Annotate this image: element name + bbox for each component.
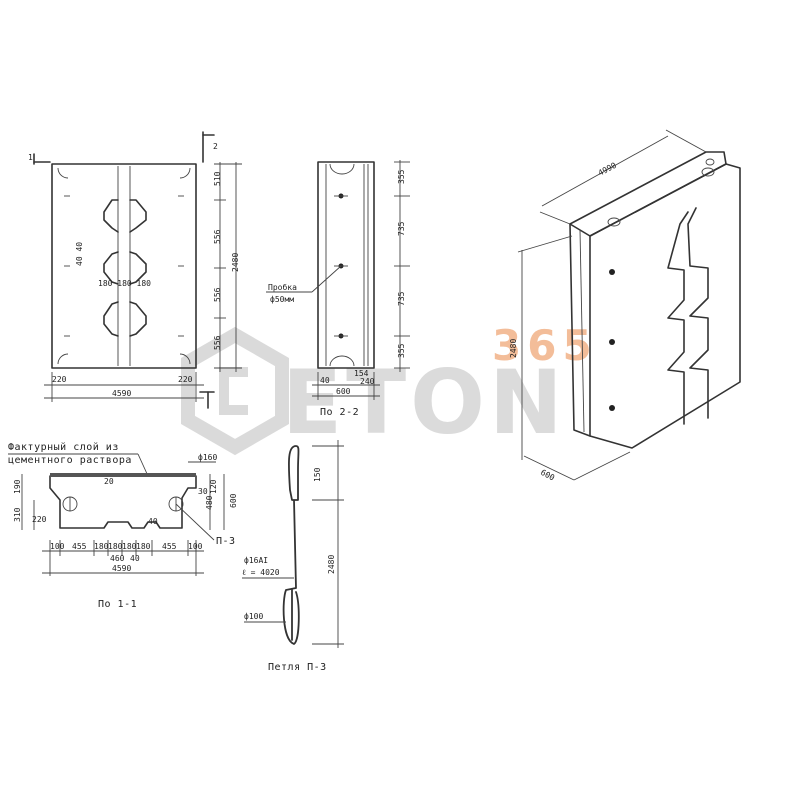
panel-outline [51, 163, 197, 369]
section-right-dim-1: 600 [229, 493, 238, 508]
diameter-top: ф160 [198, 453, 217, 462]
layer-note-line2: цементного раствора [8, 455, 132, 466]
section-mark-left-label: 1 [28, 153, 33, 162]
section-bottom-sub-1: 460 [110, 554, 125, 563]
total-height-dim: 2480 [231, 253, 240, 272]
section-bottom-dim-1: 100 [50, 542, 65, 551]
inner-mark-20: 20 [104, 477, 114, 486]
loop-caption: Петля П-3 [268, 662, 327, 673]
side-view-outline [317, 161, 375, 369]
side-bottom-dim-3: 154 [354, 369, 369, 378]
section-total-width: 4590 [112, 564, 131, 573]
lifting-loop: 150 2480 ф16АI ℓ = 4020 ф100 Петля П-3 [242, 440, 344, 673]
isometric-view: 4990 2480 600 [509, 129, 741, 483]
loop-diam: ф100 [244, 612, 263, 621]
section-right-dim-2: 480 [205, 495, 214, 510]
loop-dim-top: 150 [313, 467, 322, 482]
watermark: 365 ETON [181, 321, 598, 456]
section-mark-left: 1 [28, 153, 51, 165]
side-height-4: 355 [397, 343, 406, 358]
key-groove-shape [103, 199, 147, 337]
side-height-1: 355 [397, 169, 406, 184]
inner-mark-30: 30 [198, 487, 208, 496]
section-bottom-dim-6: 180 [136, 542, 151, 551]
side-bottom-dim-1: 40 [320, 376, 330, 385]
section-left-dim-2: 310 [13, 507, 22, 522]
section-mark-top-label: 2 [213, 142, 218, 151]
layer-note-line1: Фактурный слой из [8, 441, 119, 453]
section-bottom-dim-7: 455 [162, 542, 177, 551]
iso-length: 4990 [597, 161, 618, 178]
section-bottom-dim-5: 180 [122, 542, 137, 551]
loop-rebar-spec: ф16АI [244, 556, 268, 565]
section-left-dim-1: 190 [13, 479, 22, 494]
loop-ref: П-3 [216, 536, 236, 547]
watermark-word: ETON [282, 351, 567, 454]
plug-annotation-line1: Пробка [268, 282, 297, 292]
side-bottom-dim-4: 240 [360, 377, 375, 386]
section-outline [49, 475, 197, 529]
side-bottom-dim-2: 600 [336, 387, 351, 396]
height-dim-1: 510 [213, 171, 222, 186]
inner-mark-40: 40 [148, 517, 158, 526]
side-height-3: 735 [397, 291, 406, 306]
section-left-dim-3: 220 [32, 515, 47, 524]
edge-dim-left: 220 [52, 375, 67, 384]
loop-length: ℓ = 4020 [242, 568, 280, 577]
front-elevation: 2 1 40 40 180 180 180 [28, 131, 242, 409]
side-height-2: 735 [397, 221, 406, 236]
side-view: Пробка ф50мм 355 735 735 355 40 600 154 … [266, 160, 410, 418]
section-bottom-sub-2: 40 [130, 554, 140, 563]
height-dim-2: 556 [213, 229, 222, 244]
iso-key-groove [667, 207, 709, 425]
section-bottom-dim-8: 100 [188, 542, 203, 551]
height-dim-3: 556 [213, 287, 222, 302]
section-mark-top: 2 [202, 131, 218, 163]
plug-annotation-line2: ф50мм [270, 295, 294, 304]
inner-mark-b: 180 180 180 [98, 279, 151, 288]
loop-rebar [282, 445, 300, 645]
section-bottom-dim-4: 180 [108, 542, 123, 551]
iso-height: 2480 [509, 339, 518, 358]
edge-dim-right: 220 [178, 375, 193, 384]
iso-top-face [569, 151, 727, 237]
height-dim-4: 556 [213, 335, 222, 350]
section-bottom-dim-2: 455 [72, 542, 87, 551]
section-caption: По 1-1 [98, 599, 137, 610]
total-width-dim: 4590 [112, 389, 131, 398]
section-bottom-dim-3: 180 [94, 542, 109, 551]
watermark-logo-icon [181, 326, 289, 456]
finishing-layer [50, 473, 196, 477]
watermark-number: 365 [492, 321, 598, 370]
section-right-dim-3: 120 [209, 479, 218, 494]
inner-mark-a: 40 40 [75, 242, 84, 266]
loop-dim-total: 2480 [327, 555, 336, 574]
side-view-caption: По 2-2 [320, 407, 359, 418]
cross-section: Фактурный слой из цементного раствора 20… [8, 441, 238, 610]
